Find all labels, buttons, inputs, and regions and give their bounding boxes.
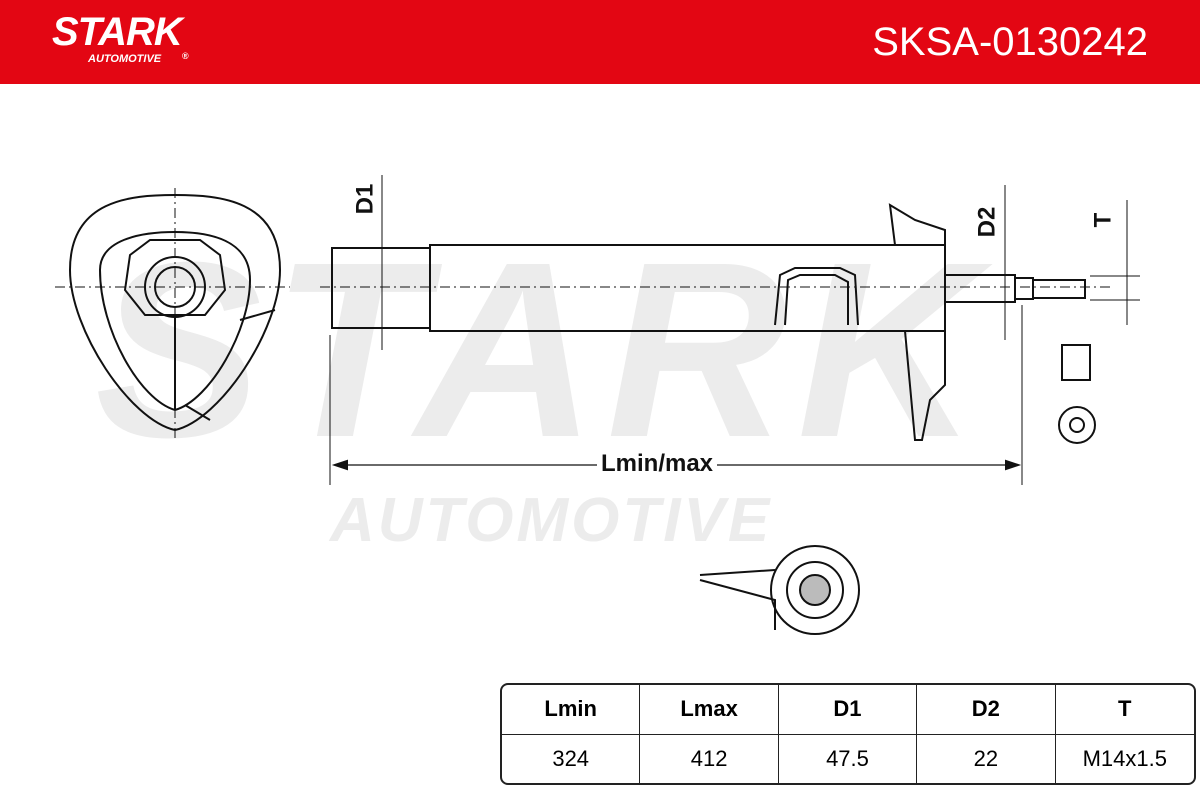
nut-icon [1058,344,1096,444]
watermark-sub: AUTOMOTIVE [330,486,773,555]
strut-body [320,175,1140,485]
logo-text: STARK [52,10,183,54]
header-d1: D1 [778,685,918,735]
watermark-main: STARK [95,210,988,489]
header-lmax: Lmax [640,685,779,735]
header-d2: D2 [917,685,1056,735]
top-mount-view [55,188,290,440]
t-label: T [1089,212,1117,228]
header-t: T [1055,685,1194,735]
d2-label: D2 [973,206,1001,238]
d1-label: D1 [351,183,379,215]
bushing-view [699,545,860,635]
value-lmax: 412 [640,734,779,783]
part-number: SKSA-0130242 [872,20,1148,64]
header-lmin: Lmin [502,685,641,735]
length-label: Lmin/max [597,450,718,478]
value-t: M14x1.5 [1082,745,1167,771]
stark-logo: STARK® AUTOMOTIVE [52,10,188,65]
spec-table: Lmin Lmax D1 D2 T 324 412 47.5 22 M14x1.… [500,683,1196,785]
header-bar: STARK® AUTOMOTIVE SKSA-0130242 [0,0,1200,84]
shock-absorber-drawing [55,175,1140,635]
value-lmin: 324 [502,734,641,783]
table-header-row: Lmin Lmax D1 D2 T [502,685,1194,735]
logo-subtext: AUTOMOTIVE [88,53,162,65]
value-d2: 22 [917,734,1056,783]
value-d1: 47.5 [779,734,918,783]
table-row: 324 412 47.5 22 M14x1.5 [502,734,1194,783]
